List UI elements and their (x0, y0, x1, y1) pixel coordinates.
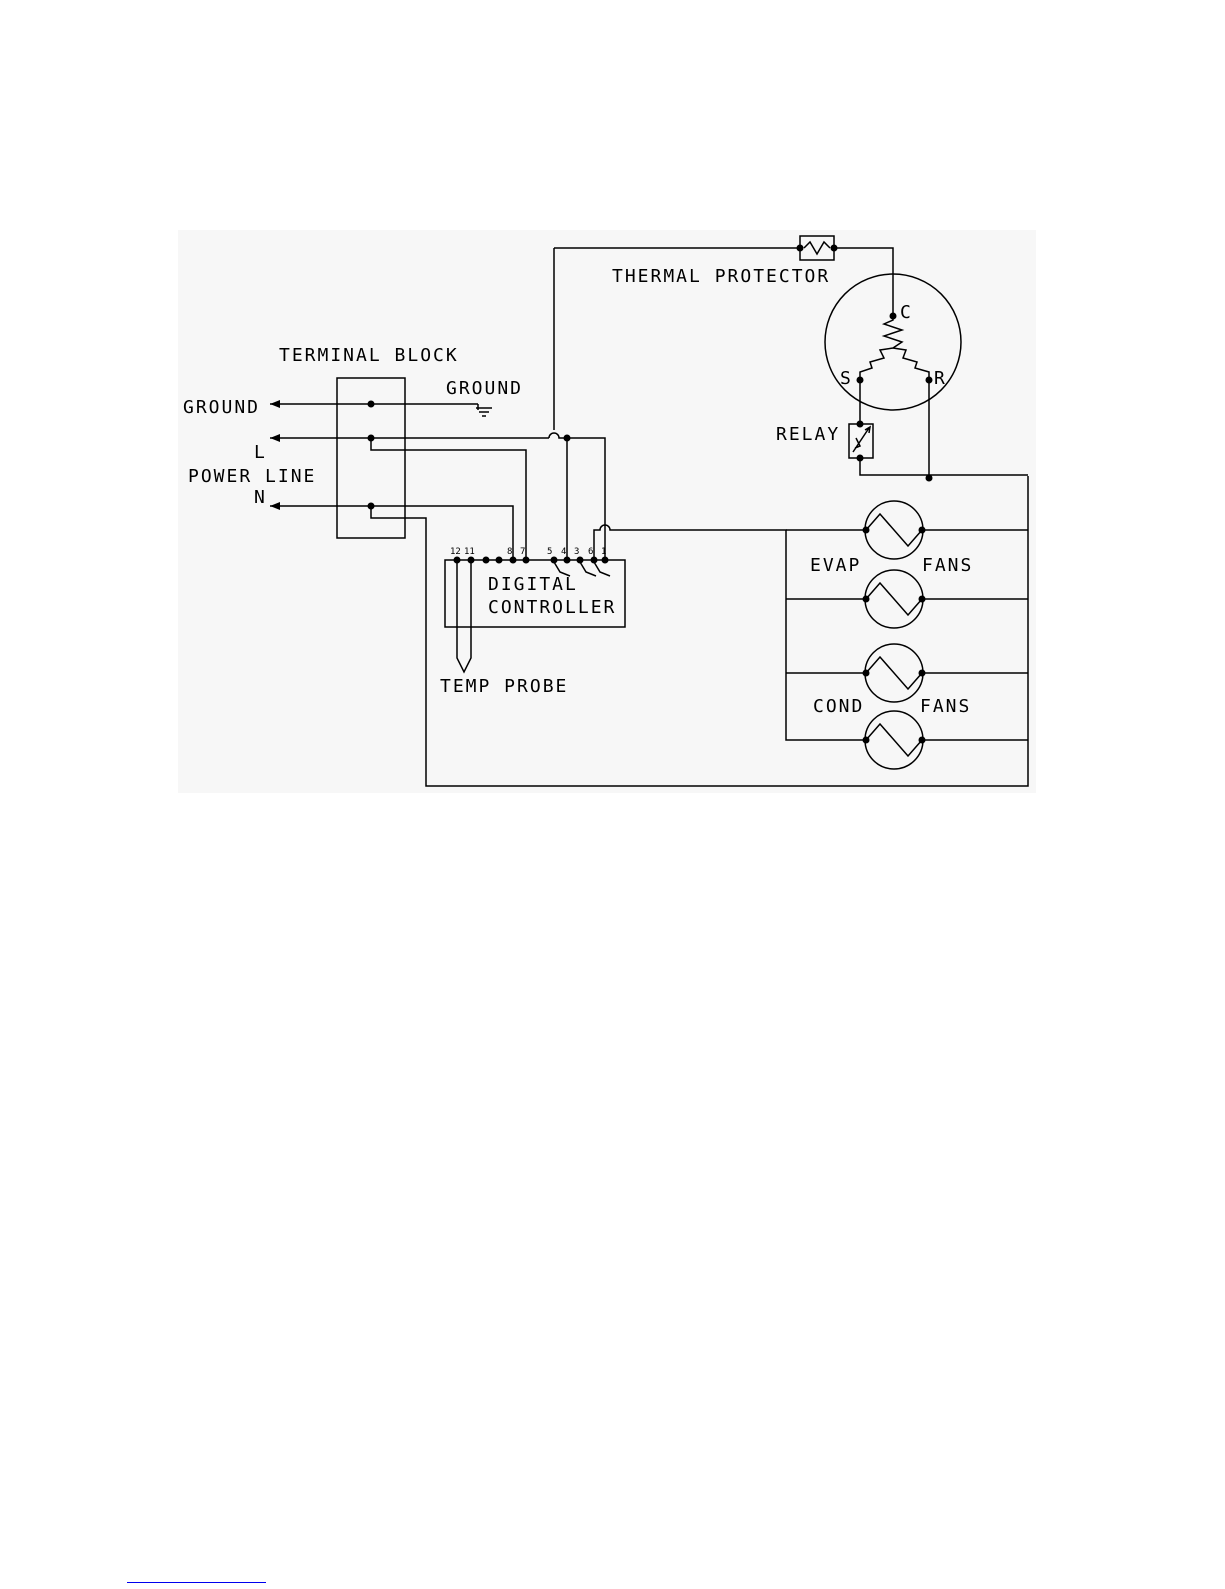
pin-label-8: 8 (507, 547, 512, 557)
label-evap: EVAP (810, 555, 861, 576)
label-relay: RELAY (776, 424, 840, 445)
pin-label-3: 3 (574, 547, 579, 557)
label-power-line: POWER LINE (188, 466, 316, 487)
pin-label-7: 7 (520, 547, 525, 557)
label-terminal-block: TERMINAL BLOCK (279, 345, 459, 366)
label-n: N (254, 487, 267, 508)
pin-label-4: 4 (561, 547, 566, 557)
label-c: C (900, 302, 913, 323)
label-evap-fans: FANS (922, 555, 973, 576)
label-cond: COND (813, 696, 864, 717)
label-ground-right: GROUND (446, 378, 523, 399)
label-s: S (840, 368, 853, 389)
label-temp-probe: TEMP PROBE (440, 676, 568, 697)
footer-rule (127, 1582, 266, 1583)
label-controller: CONTROLLER (488, 597, 616, 618)
pin-label-6: 6 (588, 547, 593, 557)
pin-label-12: 12 (450, 547, 461, 557)
pin-label-1: 1 (601, 547, 606, 557)
pin-label-11: 11 (464, 547, 475, 557)
label-cond-fans: FANS (920, 696, 971, 717)
label-thermal-protector: THERMAL PROTECTOR (612, 266, 830, 287)
pin-label-5: 5 (547, 547, 552, 557)
label-ground-left: GROUND (183, 397, 260, 418)
label-digital: DIGITAL (488, 574, 578, 595)
label-r: R (934, 368, 947, 389)
label-l: L (254, 442, 267, 463)
